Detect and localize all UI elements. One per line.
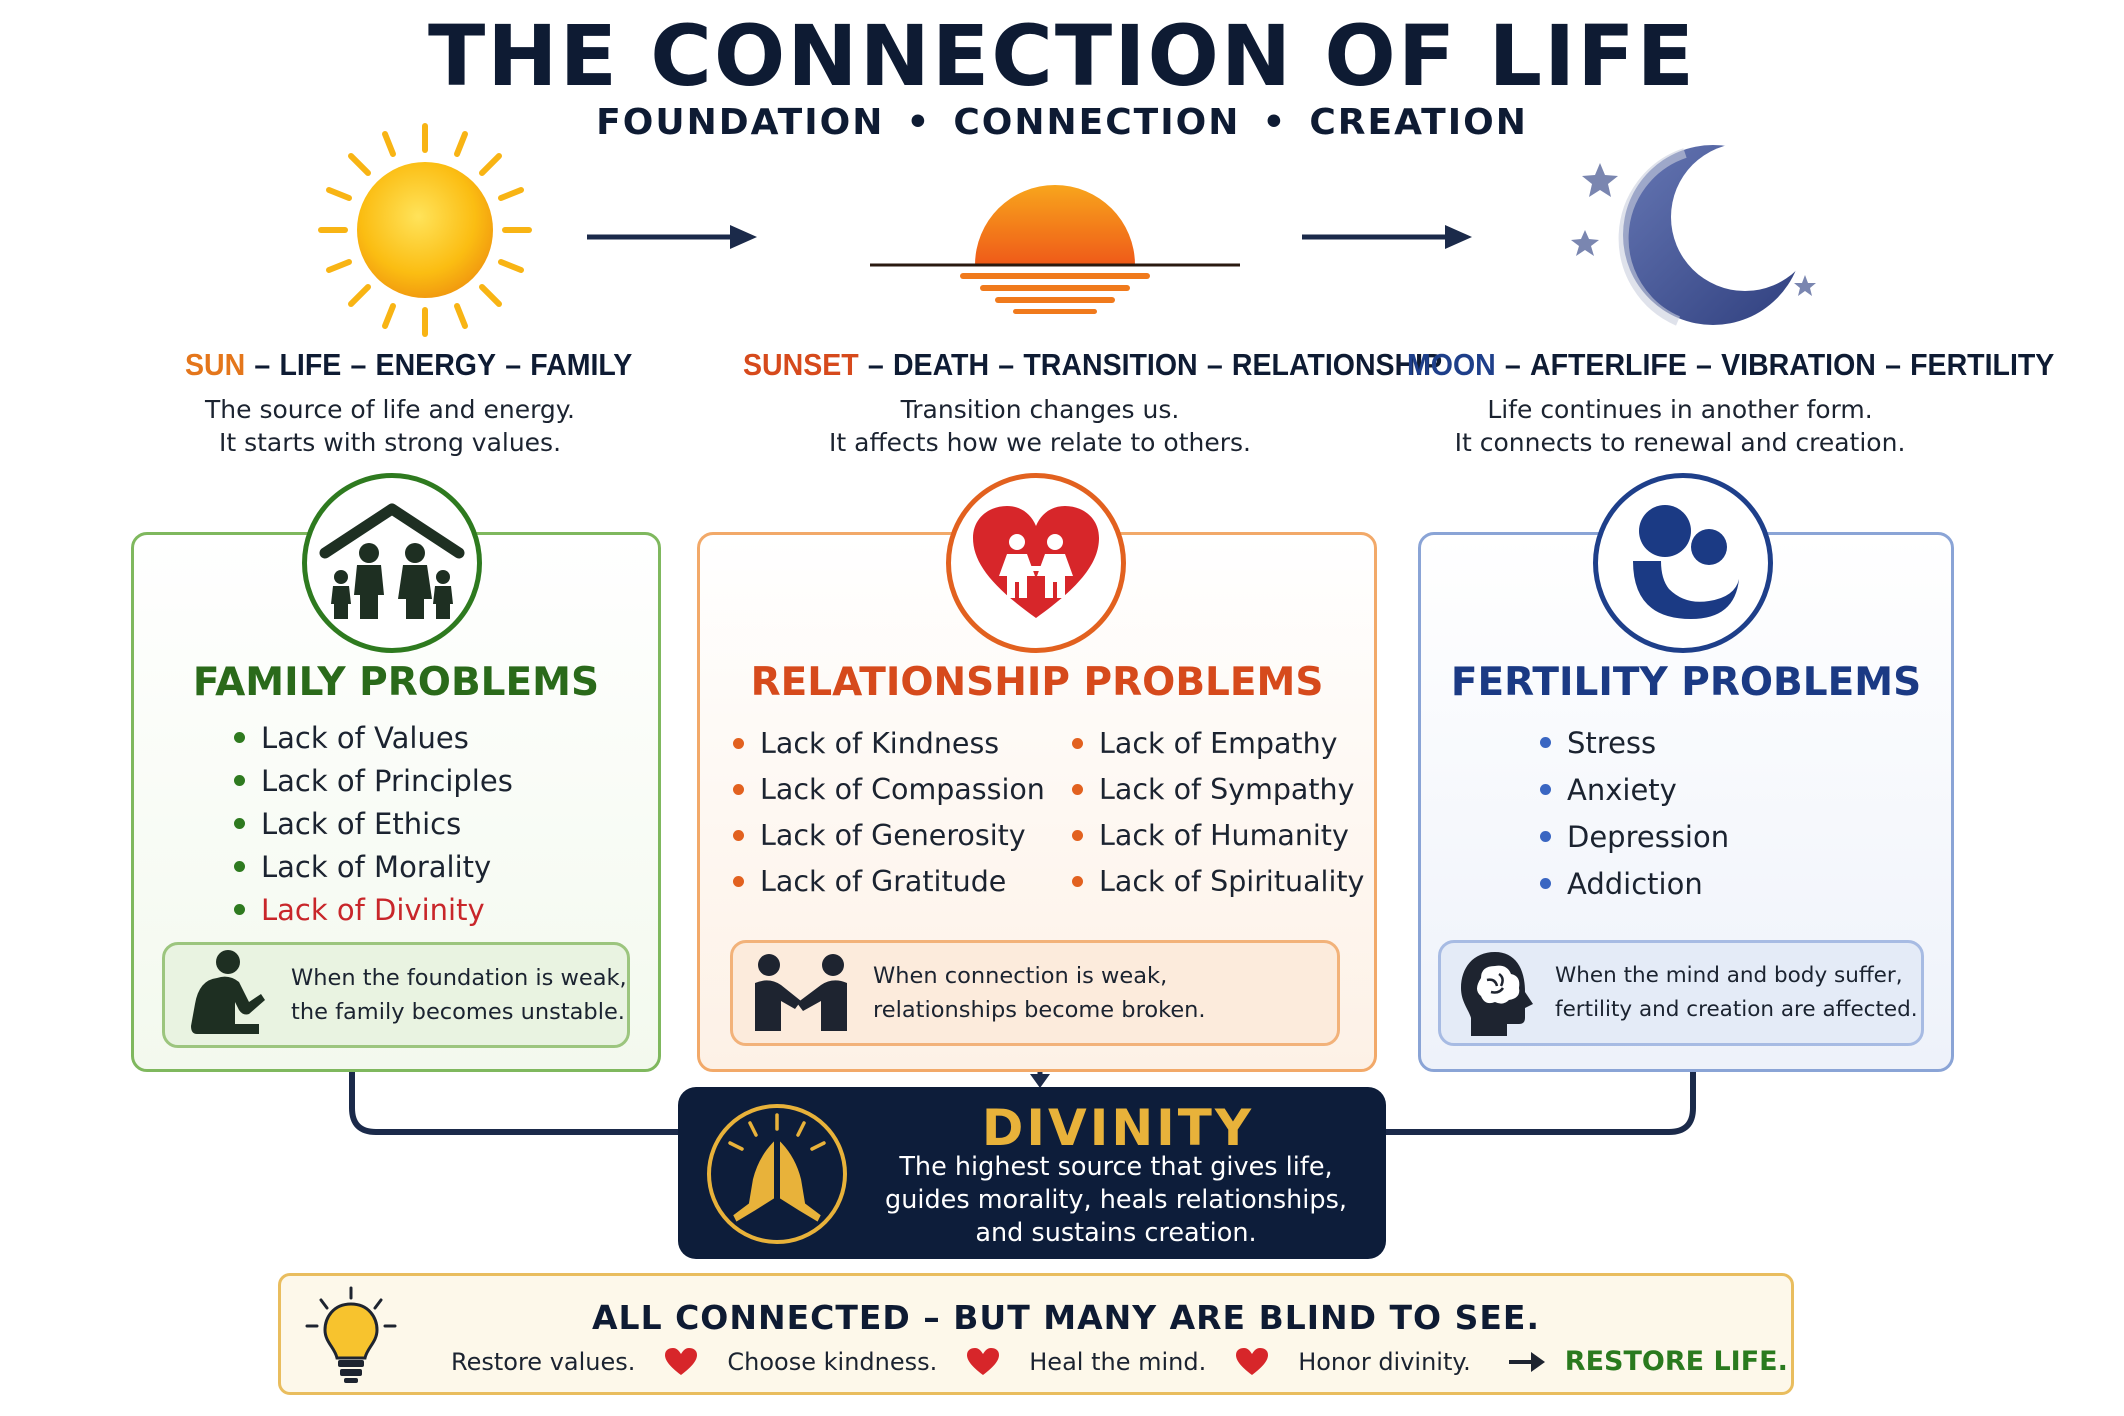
sunset-keyword: SUNSET: [743, 347, 859, 382]
heart-icon: [665, 1347, 698, 1375]
relationship-problems-title: RELATIONSHIP PROBLEMS: [750, 660, 1324, 705]
moon-heading: MOON–AFTERLIFE–VIBRATION–FERTILITY: [1407, 347, 2055, 382]
divinity-title: DIVINITY: [981, 1099, 1255, 1157]
brain-head-icon: [1461, 952, 1533, 1036]
relationship-note: When connection is weak, relationships b…: [730, 940, 1340, 1046]
fertility-circle: [1593, 473, 1773, 653]
praying-hands-icon: [707, 1104, 847, 1244]
heart-icon: [1236, 1347, 1269, 1375]
sun-icon: [318, 123, 532, 337]
sun-description: The source of life and energy. It starts…: [205, 395, 575, 457]
list-item: Lack of Compassion: [733, 766, 1045, 812]
list-item: Lack of Empathy: [1072, 720, 1364, 766]
heart-couple-icon: [973, 506, 1099, 618]
list-item: Stress: [1540, 719, 1729, 766]
arrow-right-icon: [1302, 225, 1472, 249]
list-item: Lack of Gratitude: [733, 858, 1045, 904]
fertility-problems-title: FERTILITY PROBLEMS: [1450, 660, 1922, 705]
family-problems-list: Lack of Values Lack of Principles Lack o…: [234, 716, 513, 931]
bottom-steps: Restore values. Choose kindness. Heal th…: [451, 1346, 1788, 1377]
list-item: Anxiety: [1540, 766, 1729, 813]
list-item-highlight: Lack of Divinity: [234, 888, 513, 931]
divinity-box: DIVINITY The highest source that gives l…: [678, 1087, 1386, 1259]
sunset-heading: SUNSET–DEATH–TRANSITION–RELATIONSHIP: [743, 347, 1443, 382]
lightbulb-icon: [305, 1286, 397, 1383]
list-item: Lack of Morality: [234, 845, 513, 888]
family-circle: [302, 473, 482, 653]
list-item: Lack of Generosity: [733, 812, 1045, 858]
moon-keyword: MOON: [1407, 347, 1496, 382]
sun-heading: SUN–LIFE–ENERGY–FAMILY: [185, 347, 633, 382]
subtitle-foundation: FOUNDATION: [596, 102, 885, 143]
subtitle-creation: CREATION: [1309, 102, 1528, 143]
page-subtitle: FOUNDATION • CONNECTION • CREATION: [0, 105, 2124, 141]
arrow-right-icon: [1508, 1351, 1545, 1372]
subtitle-separator: •: [906, 102, 932, 143]
sunset-description: Transition changes us. It affects how we…: [829, 395, 1251, 457]
arrow-right-icon: [587, 225, 757, 249]
subtitle-connection: CONNECTION: [953, 102, 1241, 143]
step-restore-values: Restore values.: [451, 1347, 636, 1376]
divinity-description: The highest source that gives life, guid…: [885, 1152, 1347, 1248]
step-choose-kindness: Choose kindness.: [727, 1347, 938, 1376]
list-item: Lack of Values: [234, 716, 513, 759]
restore-life-text: RESTORE LIFE.: [1564, 1346, 1788, 1377]
praying-person-icon: [191, 950, 265, 1034]
page-title: THE CONNECTION OF LIFE: [428, 7, 1696, 105]
bottom-headline: ALL CONNECTED – BUT MANY ARE BLIND TO SE…: [592, 1298, 1540, 1337]
list-item: Lack of Ethics: [234, 802, 513, 845]
family-house-icon: [319, 503, 465, 619]
step-heal-mind: Heal the mind.: [1029, 1347, 1207, 1376]
list-item: Lack of Humanity: [1072, 812, 1364, 858]
sunset-icon: [870, 185, 1240, 314]
fertility-note: When the mind and body suffer, fertility…: [1438, 940, 1924, 1046]
step-honor-divinity: Honor divinity.: [1298, 1347, 1471, 1376]
family-problems-title: FAMILY PROBLEMS: [192, 660, 600, 705]
moon-icon: [1571, 143, 1819, 326]
subtitle-separator: •: [1262, 102, 1288, 143]
list-item: Addiction: [1540, 860, 1729, 907]
heart-icon: [967, 1347, 1000, 1375]
moon-description: Life continues in another form. It conne…: [1454, 395, 1906, 457]
bottom-banner: ALL CONNECTED – BUT MANY ARE BLIND TO SE…: [278, 1273, 1794, 1395]
list-item: Lack of Spirituality: [1072, 858, 1364, 904]
list-item: Lack of Principles: [234, 759, 513, 802]
handshake-icon: [755, 954, 847, 1031]
relationship-circle: [946, 473, 1126, 653]
list-item: Lack of Sympathy: [1072, 766, 1364, 812]
list-item: Lack of Kindness: [733, 720, 1045, 766]
relationship-problems-list-left: Lack of Kindness Lack of Compassion Lack…: [733, 720, 1045, 904]
family-note: When the foundation is weak, the family …: [162, 942, 630, 1048]
list-item: Depression: [1540, 813, 1729, 860]
fertility-problems-list: Stress Anxiety Depression Addiction: [1540, 719, 1729, 907]
sun-keyword: SUN: [185, 347, 246, 382]
mother-child-icon: [1633, 505, 1739, 619]
relationship-problems-list-right: Lack of Empathy Lack of Sympathy Lack of…: [1072, 720, 1364, 904]
